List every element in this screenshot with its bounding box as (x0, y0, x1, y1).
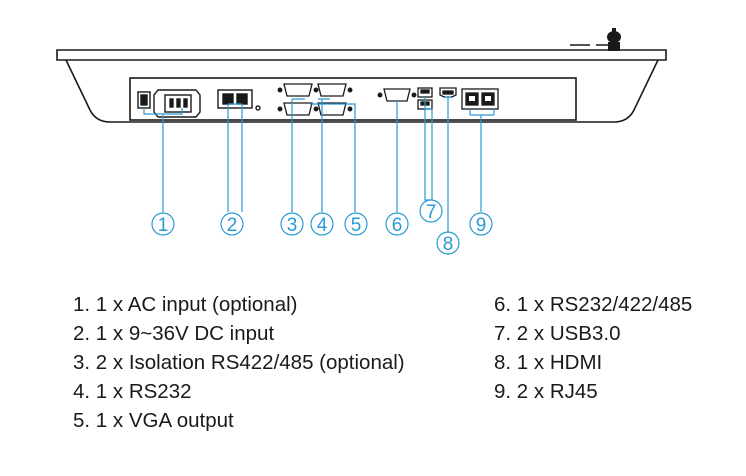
legend-item-1: 1. 1 x AC input (optional) (73, 293, 298, 316)
legend-item-8: 8. 1 x HDMI (494, 351, 603, 374)
dc-input-port (217, 89, 261, 111)
rj45-ports (461, 88, 499, 110)
callout-6-circle (385, 212, 409, 236)
leader-line-1 (143, 108, 183, 212)
callout-4-number: 4 (317, 215, 328, 236)
callout-7-number: 7 (426, 202, 437, 223)
callout-8-circle (436, 231, 460, 255)
callout-9-number: 9 (476, 215, 487, 236)
callout-3-circle (280, 212, 304, 236)
legend-item-2: 2. 1 x 9~36V DC input (73, 322, 275, 345)
leader-line-7 (424, 97, 433, 201)
callout-5-circle (344, 212, 368, 236)
panel-pc-bottom-io-diagram: 1 2 3 4 5 6 7 8 9 (56, 28, 667, 255)
ac-input-port (137, 89, 201, 118)
callout-4-circle (310, 212, 334, 236)
leader-line-9 (469, 109, 495, 212)
callout-2-number: 2 (227, 215, 238, 236)
leader-line-8 (445, 96, 451, 232)
antenna-knob (607, 28, 621, 51)
leader-line-2 (227, 103, 243, 212)
legend-item-3: 3. 2 x Isolation RS422/485 (optional) (73, 351, 405, 374)
callout-3-number: 3 (287, 215, 298, 236)
port-legend-right: 6. 1 x RS232/422/485 7. 2 x USB3.0 8. 1 … (494, 290, 692, 406)
legend-item-5: 5. 1 x VGA output (73, 409, 234, 432)
legend-item-7: 7. 2 x USB3.0 (494, 322, 621, 345)
leader-line-5 (310, 103, 356, 212)
hdmi-port (439, 87, 457, 98)
db9-ports-cluster (277, 83, 353, 116)
port-legend-left: 1. 1 x AC input (optional) 2. 1 x 9~36V … (73, 290, 405, 435)
device-outline (56, 44, 667, 123)
callouts (151, 199, 493, 255)
legend-item-9: 9. 2 x RJ45 (494, 380, 598, 403)
leader-line-4 (318, 98, 330, 212)
legend-item-4: 4. 1 x RS232 (73, 380, 192, 403)
callout-6-number: 6 (392, 215, 403, 236)
callout-2-circle (220, 212, 244, 236)
callout-8-number: 8 (443, 234, 454, 255)
leader-lines (143, 96, 495, 232)
legend-item-6: 6. 1 x RS232/422/485 (494, 293, 693, 316)
callout-1-number: 1 (158, 215, 169, 236)
callout-5-number: 5 (351, 215, 362, 236)
callout-9-circle (469, 212, 493, 236)
com-port-6 (377, 88, 417, 102)
callout-1-circle (151, 212, 175, 236)
leader-line-3 (291, 98, 305, 212)
callout-7-circle (419, 199, 443, 223)
